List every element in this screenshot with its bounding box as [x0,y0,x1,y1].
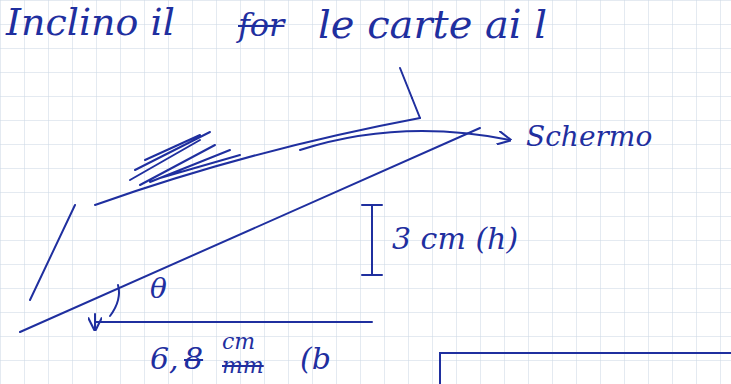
handwritten-note: cm [222,330,255,354]
handwritten-note: Schermo [526,122,652,153]
handwritten-note: 8 [184,342,203,375]
handwritten-note: le carte ai l [318,2,547,46]
handwritten-note: θ [150,274,167,305]
handwritten-note: 6, [150,342,179,375]
handwritten-note: for [238,8,284,43]
handwritten-note: 3 cm (h) [392,222,518,255]
handwritten-note: mm [222,354,264,378]
handwritten-note: Inclino il [6,2,175,44]
handwritten-note: (b [300,342,331,375]
inclined-sheet-sketch [20,68,731,384]
